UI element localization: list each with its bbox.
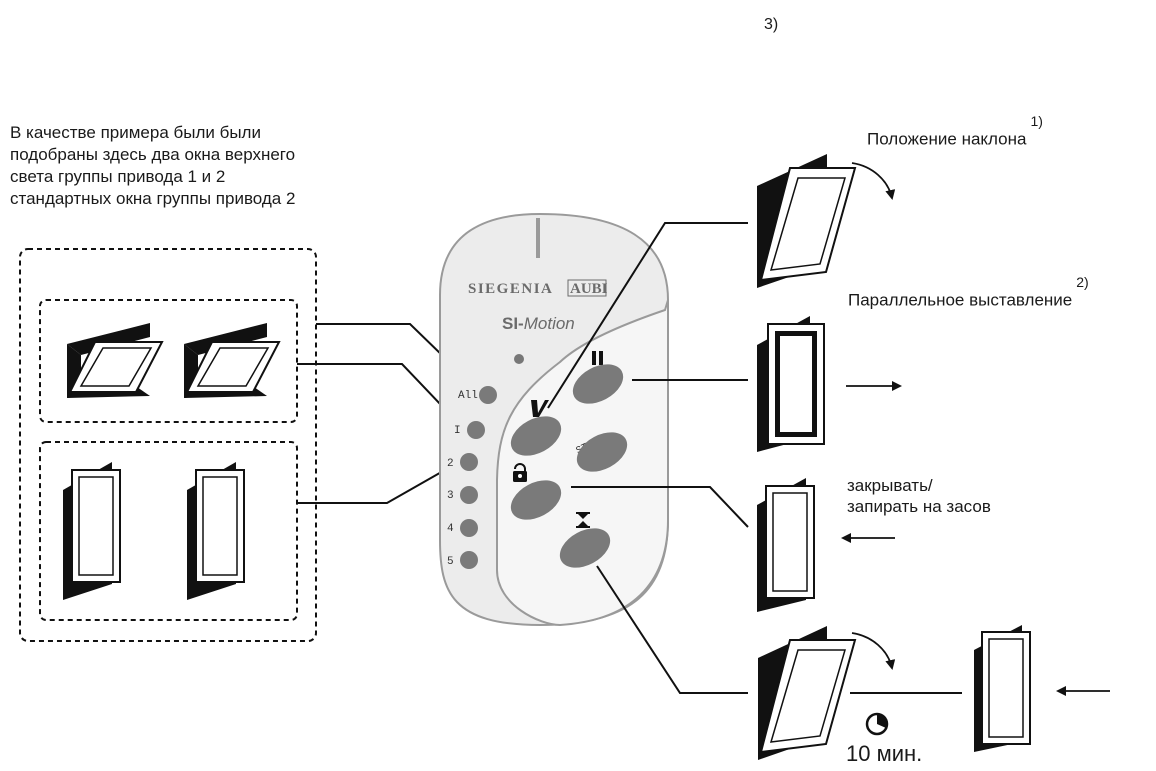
tilt-icon <box>531 400 549 417</box>
tilt-button-group <box>504 400 568 463</box>
label-group-1: I <box>454 425 461 437</box>
connector-tilt <box>547 222 748 409</box>
closed-window-icon <box>757 478 815 612</box>
brand-logo: SIEGENIA <box>468 281 553 297</box>
close-label-line1: закрывать/ <box>847 476 933 495</box>
group1-frame <box>39 299 298 423</box>
label-all: All <box>458 390 478 402</box>
parallel-label: Параллельное выставление2) <box>848 274 1089 312</box>
timer-closed-window-icon <box>974 625 1031 752</box>
tilt-footnote: 1) <box>1030 113 1043 129</box>
parallel-footnote: 2) <box>1076 274 1089 290</box>
group2-frame <box>39 441 298 621</box>
intro-line: В качестве примера были были <box>10 123 261 142</box>
hourglass-icon <box>576 512 590 528</box>
label-group-5: 5 <box>447 556 454 568</box>
skylight-window-1 <box>67 323 164 398</box>
close-label-line2: запирать на засов <box>847 497 991 516</box>
close-label: закрывать/ запирать на засов <box>847 475 991 517</box>
parallel-icon <box>592 351 596 365</box>
group-buttons: All I 2 3 4 5 <box>447 386 497 569</box>
skylight-window-2 <box>184 323 281 398</box>
timer-tilt-window-icon <box>758 626 857 760</box>
button-group-1[interactable] <box>467 421 485 439</box>
standard-window-2 <box>187 462 245 600</box>
stop-button[interactable] <box>570 424 634 479</box>
label-group-4: 4 <box>447 523 454 535</box>
lock-icon <box>513 463 527 482</box>
intro-line: света группы привода 1 и 2 <box>10 167 226 186</box>
parallel-label-text: Параллельное выставление <box>848 290 1073 310</box>
timer-tilt-arrow <box>851 632 896 670</box>
parallel-button[interactable] <box>566 356 630 411</box>
connector-close <box>571 486 749 528</box>
intro-text: В качестве примера были были подобраны з… <box>10 122 295 210</box>
timer-button-group <box>553 512 617 575</box>
tilt-button[interactable] <box>504 408 568 463</box>
timer-button[interactable] <box>553 520 617 575</box>
button-group-5[interactable] <box>460 551 478 569</box>
clock-icon <box>865 712 889 736</box>
tilt-label-text: Положение наклона <box>867 129 1027 149</box>
intro-line: подобраны здесь два окна верхнего <box>10 145 296 164</box>
lock-button-group <box>504 463 568 527</box>
lock-button[interactable] <box>504 472 568 527</box>
connector-group1 <box>297 363 463 428</box>
parallel-window-icon <box>757 316 825 452</box>
connector-timer <box>596 565 748 694</box>
brand-logo-aubi: AUBI <box>570 281 608 297</box>
status-led <box>514 354 524 364</box>
all-windows-frame <box>19 248 317 642</box>
intro-line: стандартных окна группы привода 2 <box>10 189 296 208</box>
label-group-2: 2 <box>447 458 454 470</box>
button-all[interactable] <box>479 386 497 404</box>
tilt-arrow <box>851 162 896 200</box>
button-group-3[interactable] <box>460 486 478 504</box>
tilt-label: Положение наклона1) <box>867 113 1043 151</box>
label-group-3: 3 <box>447 490 454 502</box>
standard-window-1 <box>63 462 121 600</box>
button-group-4[interactable] <box>460 519 478 537</box>
footnote-3: 3) <box>764 16 779 33</box>
button-group-2[interactable] <box>460 453 478 471</box>
tilt-window-icon <box>757 154 857 288</box>
timer-label: 10 мин. <box>846 741 923 766</box>
connector-group2 <box>297 461 460 504</box>
parallel-button-group <box>566 351 630 411</box>
product-name: SI-Motion <box>502 314 575 333</box>
